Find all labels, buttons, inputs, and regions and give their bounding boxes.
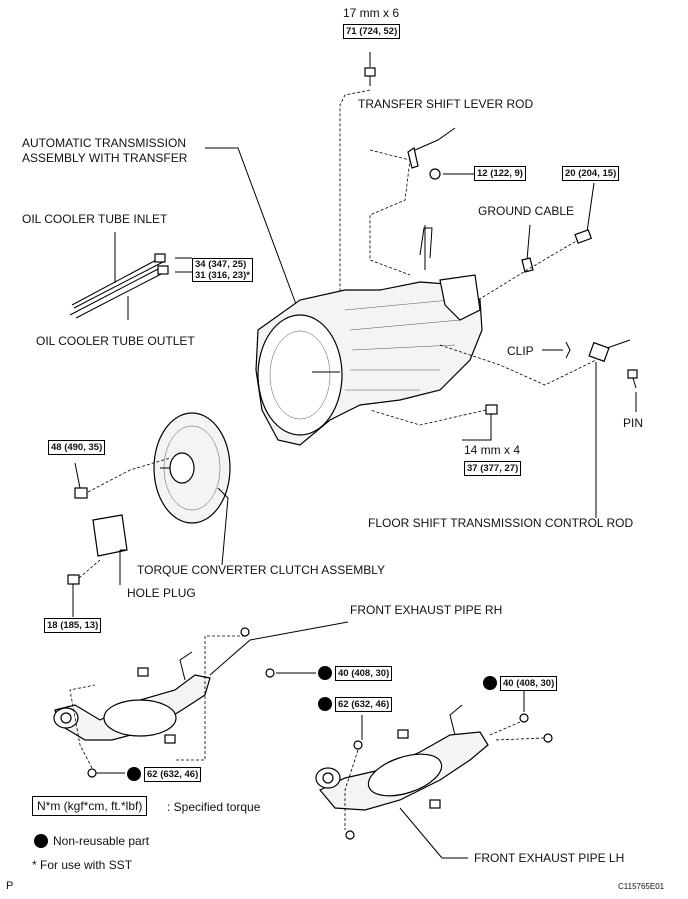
torque-rh-nut-upper: 40 (408, 30) [335,666,393,681]
clip-label: CLIP [507,344,534,358]
at-assembly-label-line2: ASSEMBLY WITH TRANSFER [22,151,188,165]
torque-rh-nut-lower: 62 (632, 46) [144,767,202,782]
non-reusable-legend-label: Non-reusable part [53,834,150,848]
bolt-size-mid-label: 14 mm x 4 [464,443,521,457]
ground-bolt-icon [574,229,593,244]
clip-icon [588,341,610,363]
torque-oil-cooler-a: 34 (347, 25) [195,259,247,270]
torque-oil-cooler-box: 34 (347, 25) 31 (316, 23)* [192,258,253,282]
torque-mid-bolts: 37 (377, 27) [464,461,522,476]
pin-icon [627,369,638,379]
pin-label: PIN [623,416,644,430]
oil-cooler-outlet-label: OIL COOLER TUBE OUTLET [36,334,195,348]
torque-converter-icon [153,412,231,524]
torque-hole-plug-bolt: 18 (185, 13) [44,618,102,633]
floor-shift-rod-label: FLOOR SHIFT TRANSMISSION CONTROL ROD [368,516,634,530]
shift-nut-icon [429,168,441,180]
oil-cooler-union-b [157,265,169,275]
torque-converter-bolt: 48 (490, 35) [48,440,106,455]
converter-bolt-icon [74,487,88,499]
ground-cable-label: GROUND CABLE [478,204,575,218]
torque-oil-cooler-b: 31 (316, 23)* [195,270,250,281]
torque-top-bolts: 71 (724, 52) [343,24,401,39]
non-reusable-dot-icon [318,697,332,711]
oil-cooler-inlet-label: OIL COOLER TUBE INLET [22,212,168,226]
torque-shift-lever-nut: 12 (122, 9) [474,166,526,181]
hole-plug-bolt-icon [67,574,80,585]
torque-converter-label: TORQUE CONVERTER CLUTCH ASSEMBLY [137,563,386,577]
front-exhaust-lh-label: FRONT EXHAUST PIPE LH [474,851,625,865]
hole-plug-label: HOLE PLUG [127,586,196,600]
non-reusable-dot-icon [483,676,497,690]
front-exhaust-rh-label: FRONT EXHAUST PIPE RH [350,603,503,617]
non-reusable-dot-icon [318,666,332,680]
front-exhaust-lh-icon [315,704,489,811]
oil-cooler-union-a [154,253,166,263]
non-reusable-legend-dot-icon [34,834,48,848]
non-reusable-dot-icon [127,767,141,781]
bolt-size-top-label: 17 mm x 6 [343,6,400,20]
transfer-shift-lever-rod-label: TRANSFER SHIFT LEVER ROD [358,97,534,111]
sst-note: * For use with SST [32,858,133,872]
torque-lh-nut-mid: 62 (632, 46) [335,697,393,712]
torque-ground-bolt: 20 (204, 15) [562,166,620,181]
mid-bolt-icon [485,404,498,415]
at-assembly-label-line1: AUTOMATIC TRANSMISSION [22,136,187,150]
page-letter: P [6,880,14,892]
transmission-assembly-icon [255,225,483,446]
torque-lh-nut-upper: 40 (408, 30) [500,676,558,691]
figure-code: C115765E01 [618,882,665,891]
front-exhaust-rh-icon [53,651,211,741]
torque-unit-description: : Specified torque [167,800,261,814]
torque-unit-legend: N*m (kgf*cm, ft.*lbf) [32,796,148,816]
top-bolt-icon [364,67,376,86]
